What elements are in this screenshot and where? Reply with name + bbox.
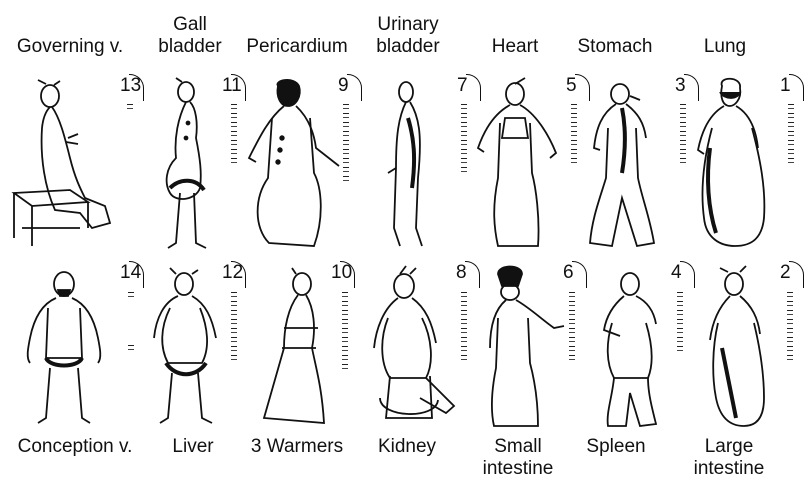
label-stomach: Stomach bbox=[578, 36, 653, 58]
figure-liver bbox=[146, 268, 226, 426]
figure-governing-vessel-seated bbox=[10, 78, 130, 248]
label-kidney: Kidney bbox=[378, 436, 436, 458]
script-column-2 bbox=[786, 292, 794, 364]
label-governing-vessel: Governing v. bbox=[17, 36, 123, 58]
figure-conception-vessel bbox=[20, 268, 110, 426]
script-column-11 bbox=[230, 104, 238, 167]
figure-large-intestine bbox=[700, 268, 780, 428]
number-14: 14 bbox=[120, 263, 141, 283]
figure-stomach bbox=[582, 78, 672, 250]
number-5: 5 bbox=[566, 76, 577, 96]
label-small-intestine: Small intestine bbox=[483, 436, 554, 480]
label-conception-vessel: Conception v. bbox=[18, 436, 133, 458]
label-gall-bladder: Gall bladder bbox=[158, 14, 221, 58]
script-column-1 bbox=[787, 104, 795, 167]
label-lung: Lung bbox=[704, 36, 746, 58]
figure-spleen bbox=[590, 268, 675, 428]
figure-gall-bladder bbox=[156, 78, 226, 250]
number-2: 2 bbox=[780, 263, 791, 283]
label-pericardium: Pericardium bbox=[246, 36, 347, 58]
figure-3-warmers bbox=[254, 268, 344, 428]
figure-lung bbox=[690, 78, 780, 250]
script-column-12 bbox=[230, 292, 238, 364]
figure-urinary-bladder bbox=[378, 78, 438, 250]
figure-kidney-seated bbox=[366, 268, 461, 428]
script-column-4 bbox=[676, 292, 684, 355]
figure-small-intestine bbox=[478, 268, 573, 428]
label-large-intestine: Large intestine bbox=[694, 436, 765, 480]
label-spleen: Spleen bbox=[586, 436, 645, 458]
label-3-warmers: 3 Warmers bbox=[251, 436, 343, 458]
script-column-3 bbox=[679, 104, 687, 167]
number-7: 7 bbox=[457, 76, 468, 96]
script-column-8 bbox=[460, 292, 468, 364]
figure-pericardium bbox=[244, 78, 349, 250]
figure-heart bbox=[470, 78, 565, 250]
label-heart: Heart bbox=[492, 36, 538, 58]
script-column-5 bbox=[570, 104, 578, 167]
script-column-7 bbox=[460, 104, 468, 176]
label-liver: Liver bbox=[172, 436, 213, 458]
label-urinary-bladder: Urinary bladder bbox=[376, 14, 439, 58]
number-3: 3 bbox=[675, 76, 686, 96]
number-1: 1 bbox=[780, 76, 791, 96]
script-column-14 bbox=[127, 292, 135, 354]
